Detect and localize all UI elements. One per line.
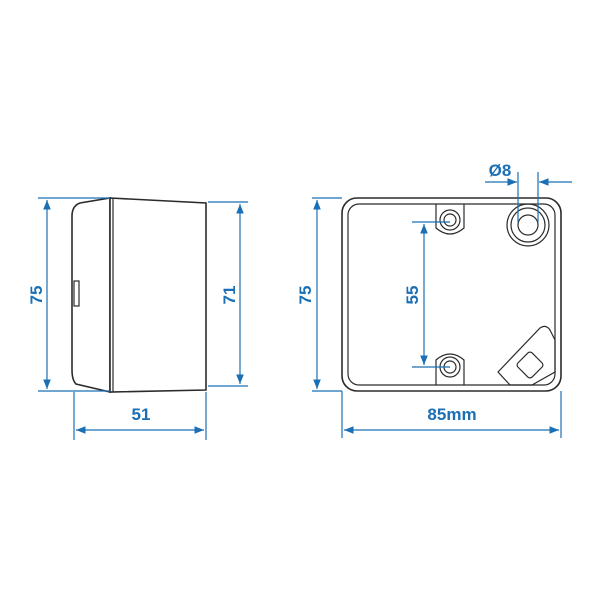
side-height-inner-label: 71	[220, 286, 239, 305]
side-height-outer-label: 75	[27, 286, 46, 305]
front-width-label: 85mm	[427, 405, 476, 424]
front-view: 75 55 85mm Ø8	[296, 161, 572, 438]
hole-spacing-label: 55	[403, 286, 422, 305]
front-height-label: 75	[296, 286, 315, 305]
side-depth-label: 51	[132, 405, 151, 424]
hole-diameter-label: Ø8	[489, 161, 512, 180]
side-view: 75 71 51	[27, 197, 248, 440]
